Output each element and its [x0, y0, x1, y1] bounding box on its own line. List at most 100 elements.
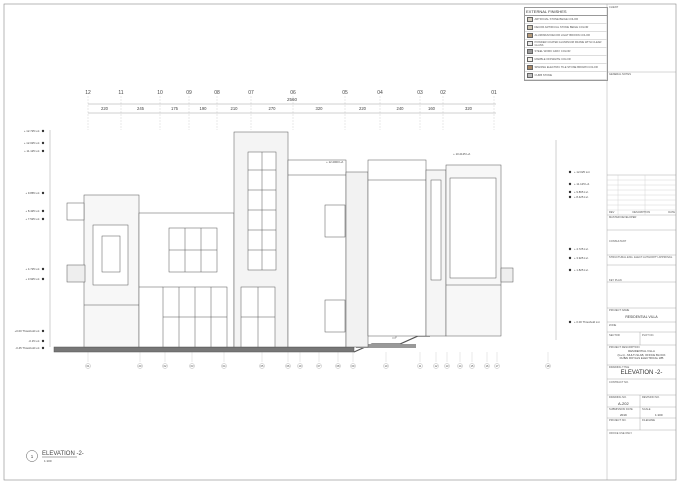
legend-item: ARTIFICIAL STONE BEIGE COLOR: [525, 16, 607, 24]
level-label-left: +0.00 Threshold Lvl.: [15, 329, 41, 333]
grid-bubble: [494, 363, 500, 369]
grid-label-bottom: 05: [261, 364, 264, 368]
span-dimension: 190: [200, 106, 208, 111]
project-name-label: PROJECT NAME: [609, 309, 630, 312]
level-label-right: + 0.00 Threshold Lvl.: [574, 320, 600, 324]
legend-item-label: ARTIFICIAL STONE BEIGE COLOR: [534, 18, 579, 21]
project-description-line-2: (G+1) - MULTI-SLAB, OFFICE BLOCK: [617, 352, 666, 357]
legend-item: SPANISH ELECTRIC TILE STONE BROWN COLOR: [525, 64, 607, 72]
consultant-label: CONSULTANT: [609, 240, 627, 243]
ramp-fill: [356, 344, 416, 348]
grid-label-bottom: 11: [419, 364, 422, 368]
sector-label: SECTOR: [609, 334, 620, 337]
grid-bubble: [189, 363, 195, 369]
drawing-no: A-202: [618, 401, 629, 406]
grid-label-bottom: 07: [318, 364, 321, 368]
right-canopy: [500, 267, 514, 283]
legend-item-label: CURB STONE: [534, 74, 553, 77]
levels-right: + 12.025 Lvl.+ 11.125 Lvl.+ 9.865 Lvl.+ …: [568, 170, 600, 324]
legend-item-label: ALUMINIUM DECOR LIGHT BROWN COLOR: [534, 34, 591, 37]
grid-label-top: 12: [85, 90, 91, 96]
legend-swatch: [527, 32, 533, 39]
grid-label-top: 06: [290, 90, 296, 96]
grid-label-bottom: 17: [496, 364, 499, 368]
project-description-line-1: RESIDENTIAL VILLA: [628, 349, 655, 353]
overall-dimension-label: 2560: [287, 97, 298, 102]
level-marker: [41, 339, 45, 343]
level-label-right: + 4.725 Lvl.: [574, 247, 589, 251]
level-marker: [41, 149, 45, 153]
plot-label: PLOT NO.: [642, 334, 655, 337]
stone-column: [345, 171, 369, 348]
grid-bubble: [417, 363, 423, 369]
legend-item-label: SPANISH ELECTRIC TILE STONE BROWN COLOR: [534, 66, 598, 69]
grid-label-top: 09: [186, 90, 192, 96]
grid-label-top: 08: [214, 90, 220, 96]
level-marker: [41, 329, 45, 333]
grid-label-top: 10: [157, 90, 163, 96]
revision-headers: REV DESCRIPTION DATE: [609, 211, 675, 214]
approval-label: AUTHORITY APPROVAL: [643, 256, 673, 259]
legend-item-label: DECOR ARTIFICIAL STONE BEIGE COLOR: [534, 26, 589, 29]
legend-swatch: [527, 16, 533, 23]
sheet-border: [3, 3, 677, 481]
title-block-frame: [606, 4, 676, 480]
span-dimension: 320: [316, 106, 324, 111]
legend-item-label: STEEL WORK GRAY COLOR: [534, 50, 571, 53]
level-marker: [41, 141, 45, 145]
level-marker: [568, 182, 572, 186]
elevation-number: 1: [31, 454, 34, 459]
drawing-no-label: DRAWING NO.: [609, 396, 627, 399]
grid-bubble: [285, 363, 291, 369]
building-elevation: [53, 131, 514, 353]
scale-label: SCALE: [642, 408, 651, 411]
grid-label-bottom: 18: [547, 364, 550, 368]
levels-left: + 12.725 Lvl.+ 12.025 Lvl.+ 11.125 Lvl.+…: [15, 129, 45, 350]
level-label-left: + 7.525 Lvl.: [25, 217, 40, 221]
legend-title: EXTERNAL FINISHES: [525, 8, 607, 16]
grid-bubble: [85, 363, 91, 369]
grid-bubble: [484, 363, 490, 369]
grid-label-bottom: 14: [459, 364, 462, 368]
mid-right-ground-window: [324, 299, 346, 333]
level-marker: [568, 247, 572, 251]
grid-label-top: 11: [118, 90, 123, 96]
grid-label-top: 03: [417, 90, 423, 96]
project-description: RESIDENTIAL VILLA (G+1) - MULTI-SLAB, OF…: [607, 349, 676, 361]
span-dimension: 245: [137, 106, 145, 111]
legend-items: ARTIFICIAL STONE BEIGE COLOR DECOR ARTIFI…: [525, 16, 607, 80]
mid-right-window: [324, 204, 346, 238]
revision-no-label: REVISION NO.: [642, 396, 660, 399]
legend-swatch: [527, 24, 533, 31]
span-dimension: 270: [269, 106, 277, 111]
elevation-number-bubble: [26, 450, 38, 462]
level-marker: [568, 170, 572, 174]
level-marker: [568, 195, 572, 199]
ground-slab: [53, 346, 355, 353]
level-label-right: + 12.025 Lvl.: [574, 170, 590, 174]
grid-bubble: [259, 363, 265, 369]
grid-bubble: [433, 363, 439, 369]
grid-bubble: [469, 363, 475, 369]
legend-item: STEEL WORK GRAY COLOR: [525, 48, 607, 56]
level-marker: [41, 209, 45, 213]
grid-bubble: [444, 363, 450, 369]
level-label-left: + 8.425 Lvl.: [25, 209, 40, 213]
contract-label: CONTRACT NO.: [609, 381, 629, 384]
left-canopy: [66, 264, 86, 283]
level-label-left: + 9.865 Lvl.: [25, 191, 40, 195]
grid-label-bottom: 02: [164, 364, 167, 368]
span-dimension: 240: [397, 106, 405, 111]
grid-label-bottom: 15: [471, 364, 474, 368]
grid-label-bottom: 10: [385, 364, 388, 368]
grid-label-bottom: 16: [486, 364, 489, 368]
left-balcony: [66, 202, 85, 221]
grid-bubble: [457, 363, 463, 369]
grid-label-top: 02: [440, 90, 446, 96]
level-label-right: + 3.925 Lvl.: [574, 256, 589, 260]
level-marker: [41, 346, 45, 350]
rev-header: REV: [609, 211, 615, 214]
parapet-level-1: + 12.2000 Lvl.: [326, 160, 344, 164]
drawing-title-label: DRAWING TITLE: [609, 366, 630, 369]
